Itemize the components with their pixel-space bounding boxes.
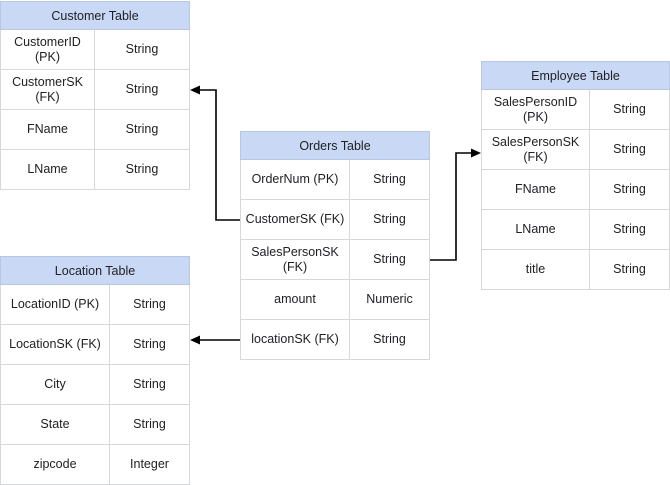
field-type: String (95, 110, 190, 150)
field-name: State (0, 405, 110, 445)
field-name: title (481, 250, 590, 290)
field-name: SalesPersonSK (FK) (481, 130, 590, 170)
table-location-title: Location Table (0, 256, 190, 285)
table-row[interactable]: SalesPersonSK (FK) String (240, 240, 430, 280)
table-row[interactable]: zipcode Integer (0, 445, 190, 485)
field-name: CustomerID (PK) (0, 30, 95, 70)
table-row[interactable]: LocationSK (FK) String (0, 325, 190, 365)
field-name: LocationSK (FK) (0, 325, 110, 365)
field-type: Integer (110, 445, 190, 485)
field-type: String (110, 325, 190, 365)
table-row[interactable]: LName String (481, 210, 670, 250)
field-name: City (0, 365, 110, 405)
table-customer[interactable]: Customer Table CustomerID (PK) String Cu… (0, 1, 190, 190)
table-employee-title: Employee Table (481, 61, 670, 90)
table-row[interactable]: CustomerID (PK) String (0, 30, 190, 70)
table-row[interactable]: title String (481, 250, 670, 290)
table-row[interactable]: locationSK (FK) String (240, 320, 430, 360)
field-type: String (95, 70, 190, 110)
field-type: String (350, 160, 430, 200)
field-name: CustomerSK (FK) (0, 70, 95, 110)
table-row[interactable]: City String (0, 365, 190, 405)
field-type: String (110, 405, 190, 445)
field-type: String (110, 285, 190, 325)
field-name: LocationID (PK) (0, 285, 110, 325)
field-name: SalesPersonID (PK) (481, 90, 590, 130)
connector-orders-to-location (190, 335, 240, 345)
table-row[interactable]: State String (0, 405, 190, 445)
field-type: String (350, 240, 430, 280)
table-row[interactable]: OrderNum (PK) String (240, 160, 430, 200)
field-type: String (350, 320, 430, 360)
table-row[interactable]: SalesPersonSK (FK) String (481, 130, 670, 170)
field-name: CustomerSK (FK) (240, 200, 350, 240)
field-type: String (590, 130, 670, 170)
field-name: FName (0, 110, 95, 150)
field-type: String (590, 210, 670, 250)
field-type: String (590, 250, 670, 290)
table-row[interactable]: FName String (481, 170, 670, 210)
connector-orders-to-customer (190, 85, 240, 221)
field-name: amount (240, 280, 350, 320)
field-name: OrderNum (PK) (240, 160, 350, 200)
table-location[interactable]: Location Table LocationID (PK) String Lo… (0, 256, 190, 485)
field-type: String (110, 365, 190, 405)
table-row[interactable]: CustomerSK (FK) String (240, 200, 430, 240)
table-orders[interactable]: Orders Table OrderNum (PK) String Custom… (240, 131, 430, 360)
connector-orders-to-employee (430, 148, 481, 261)
table-employee[interactable]: Employee Table SalesPersonID (PK) String… (481, 61, 670, 290)
table-row[interactable]: SalesPersonID (PK) String (481, 90, 670, 130)
table-row[interactable]: FName String (0, 110, 190, 150)
table-row[interactable]: amount Numeric (240, 280, 430, 320)
table-row[interactable]: LName String (0, 150, 190, 190)
table-row[interactable]: CustomerSK (FK) String (0, 70, 190, 110)
field-name: LName (481, 210, 590, 250)
field-name: zipcode (0, 445, 110, 485)
field-type: String (590, 90, 670, 130)
field-name: LName (0, 150, 95, 190)
field-type: String (95, 150, 190, 190)
field-type: String (590, 170, 670, 210)
field-name: FName (481, 170, 590, 210)
field-name: locationSK (FK) (240, 320, 350, 360)
table-orders-title: Orders Table (240, 131, 430, 160)
field-type: Numeric (350, 280, 430, 320)
field-type: String (350, 200, 430, 240)
field-type: String (95, 30, 190, 70)
table-row[interactable]: LocationID (PK) String (0, 285, 190, 325)
table-customer-title: Customer Table (0, 1, 190, 30)
field-name: SalesPersonSK (FK) (240, 240, 350, 280)
